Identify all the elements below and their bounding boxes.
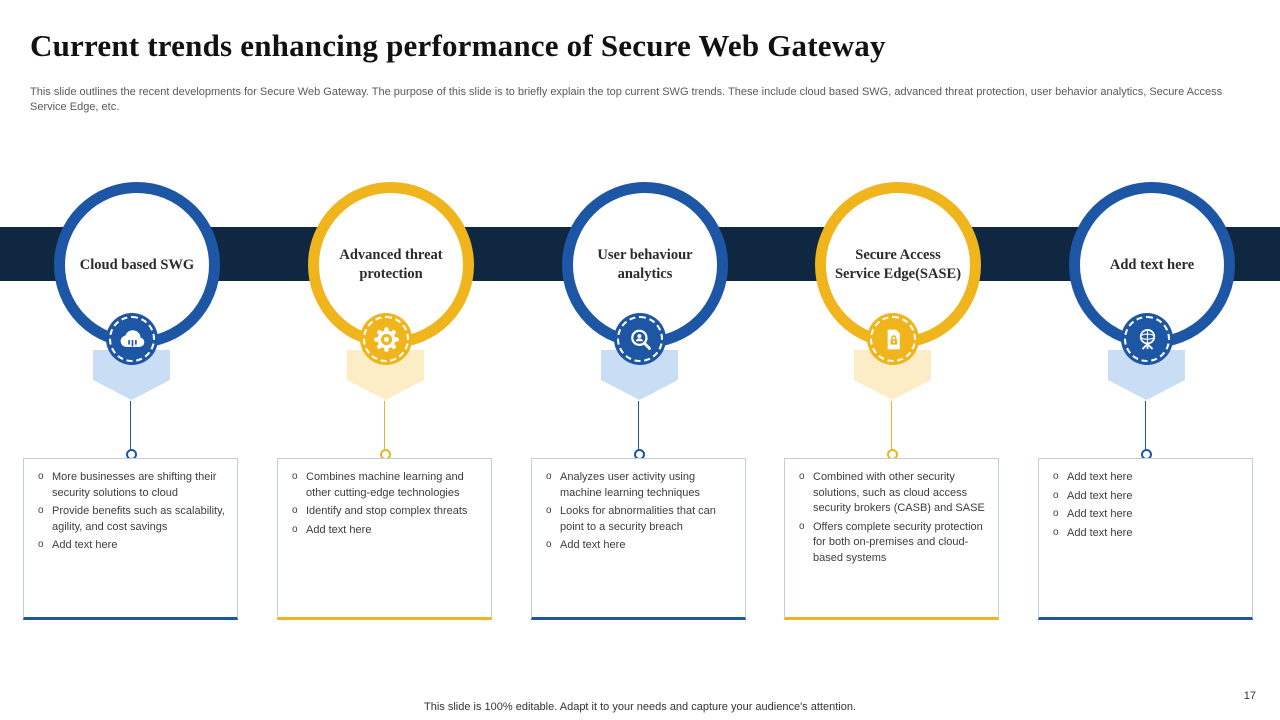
bullet-item: Analyzes user activity using machine lea… [540, 470, 737, 501]
document-lock-icon [870, 316, 916, 362]
bullet-list: Add text here Add text here Add text her… [1039, 459, 1252, 552]
detail-card: Add text here Add text here Add text her… [1038, 458, 1253, 620]
bullet-item: Combines machine learning and other cutt… [286, 470, 483, 501]
trend-label: Advanced threat protection [339, 247, 443, 282]
slide-subtitle: This slide outlines the recent developme… [30, 86, 1223, 113]
bullet-item: Add text here [540, 538, 737, 554]
trend-label: Add text here [1109, 256, 1195, 273]
connector-line [638, 401, 639, 450]
magnifier-user-icon [617, 316, 663, 362]
footer-note: This slide is 100% editable. Adapt it to… [424, 701, 856, 713]
detail-card: Combined with other security solutions, … [784, 458, 999, 620]
trend-column-placeholder: Add text here Add text here Add text her… [1038, 182, 1255, 627]
bullet-list: More businesses are shifting their secur… [24, 459, 237, 565]
bullet-item: Add text here [286, 523, 483, 539]
bullet-item: Provide benefits such as scalability, ag… [32, 504, 229, 535]
trend-label: Cloud based SWG [79, 256, 195, 273]
trend-label: Secure Access Service Edge(SASE) [834, 247, 962, 282]
trend-circle: Advanced threat protection [308, 182, 474, 348]
detail-card: Combines machine learning and other cutt… [277, 458, 492, 620]
bullet-item: Add text here [32, 538, 229, 554]
bullet-item: Add text here [1047, 489, 1244, 505]
page-number: 17 [1243, 690, 1256, 702]
trend-column-sase: Secure Access Service Edge(SASE) Combine… [784, 182, 1001, 627]
connector-line [1145, 401, 1146, 450]
bullet-list: Combined with other security solutions, … [785, 459, 998, 578]
trend-column-user-analytics: User behaviour analytics Analyzes user a… [531, 182, 748, 627]
bullet-list: Combines machine learning and other cutt… [278, 459, 491, 549]
bullet-item: Offers complete security protection for … [793, 520, 990, 567]
bullet-item: Combined with other security solutions, … [793, 470, 990, 517]
detail-card: More businesses are shifting their secur… [23, 458, 238, 620]
connector-line [384, 401, 385, 450]
trend-column-cloud-swg: Cloud based SWG More businesses are shif… [23, 182, 240, 627]
cloud-download-icon [109, 316, 155, 362]
trend-circle: Cloud based SWG [54, 182, 220, 348]
page-title: Current trends enhancing performance of … [30, 28, 886, 63]
bullet-list: Analyzes user activity using machine lea… [532, 459, 745, 565]
bullet-item: More businesses are shifting their secur… [32, 470, 229, 501]
bullet-item: Identify and stop complex threats [286, 504, 483, 520]
bullet-item: Looks for abnormalities that can point t… [540, 504, 737, 535]
security-camera-icon [363, 316, 409, 362]
trend-column-threat-protection: Advanced threat protection Combines mach… [277, 182, 494, 627]
globe-network-icon [1124, 316, 1170, 362]
detail-card: Analyzes user activity using machine lea… [531, 458, 746, 620]
connector-line [130, 401, 131, 450]
bullet-item: Add text here [1047, 470, 1244, 486]
bullet-item: Add text here [1047, 507, 1244, 523]
trend-label: User behaviour analytics [597, 247, 693, 282]
bullet-item: Add text here [1047, 526, 1244, 542]
connector-line [891, 401, 892, 450]
